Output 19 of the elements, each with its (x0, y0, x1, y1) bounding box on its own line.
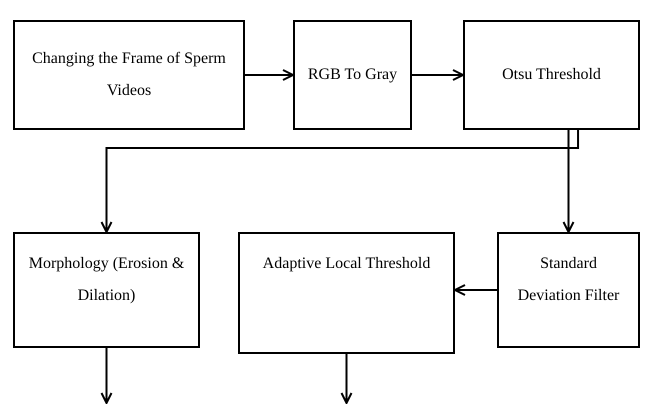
arrow (100, 130, 580, 233)
arrow (245, 69, 294, 81)
arrow (412, 69, 464, 81)
box-label: Standard Deviation Filter (516, 254, 620, 306)
process-box (238, 232, 455, 354)
arrow (100, 348, 112, 404)
arrow (562, 130, 574, 233)
arrow (454, 284, 497, 296)
box-label: Morphology (Erosion & Dilation) (28, 254, 186, 306)
box-label: Adaptive Local Threshold (262, 254, 430, 274)
process-box (13, 20, 245, 130)
process-box (293, 20, 412, 130)
process-box (497, 232, 640, 348)
arrow (340, 354, 352, 404)
box-label: Otsu Threshold (502, 65, 601, 85)
process-box (13, 232, 200, 348)
box-label: Changing the Frame of Sperm Videos (31, 49, 227, 101)
process-box (463, 20, 640, 130)
box-label: RGB To Gray (308, 65, 398, 85)
